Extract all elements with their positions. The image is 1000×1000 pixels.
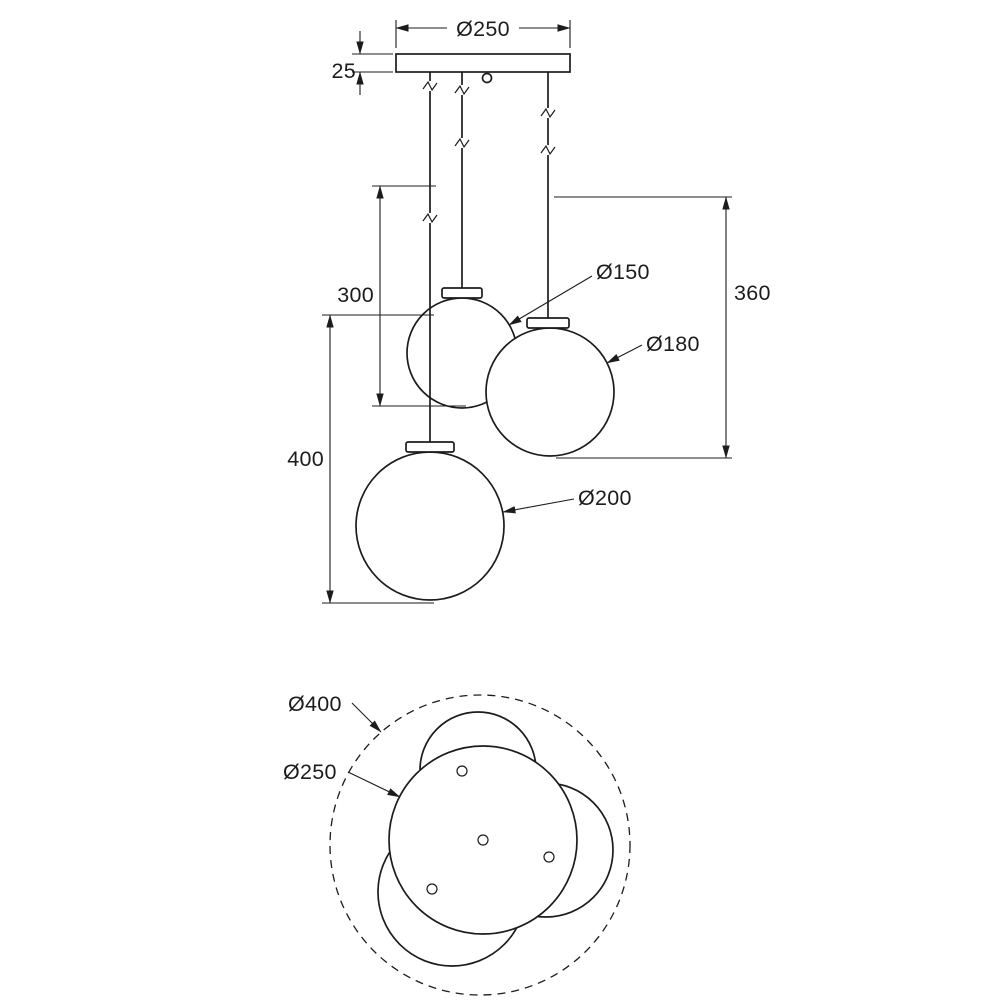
canopy-center-hook <box>481 72 493 84</box>
rod-break-symbols <box>422 80 556 224</box>
dim-canopy-diameter: Ø250 <box>395 17 571 48</box>
dim-canopy-height: 25 <box>331 31 393 95</box>
sphere-180-cap <box>526 317 570 329</box>
sphere-200-cap <box>405 441 455 453</box>
label-sphere-150: Ø150 <box>596 260 650 284</box>
side-view: Ø250 25 300 360 400 <box>287 17 771 604</box>
dim-drop-300: 300 <box>337 185 466 407</box>
label-canopy-250: Ø250 <box>283 760 337 784</box>
label-sphere-180: Ø180 <box>646 332 700 356</box>
top-canopy-plate <box>388 745 578 935</box>
top-view: Ø400 Ø250 <box>283 692 631 996</box>
footprint-circle-400 <box>329 694 631 996</box>
dim-drop-300-label: 300 <box>337 283 374 307</box>
leader-footprint-400: Ø400 <box>288 692 382 733</box>
dim-drop-360: 360 <box>554 196 771 459</box>
dim-drop-360-label: 360 <box>734 281 771 305</box>
dim-drop-400-label: 400 <box>287 447 324 471</box>
label-footprint-400: Ø400 <box>288 692 342 716</box>
leader-canopy-250: Ø250 <box>283 760 401 798</box>
canopy-cord-holes <box>426 765 555 895</box>
leader-sphere-150: Ø150 <box>508 260 650 326</box>
leader-sphere-180: Ø180 <box>606 332 700 364</box>
sphere-180 <box>485 327 615 457</box>
sphere-150-cap <box>441 287 483 299</box>
dim-canopy-height-label: 25 <box>331 59 356 83</box>
label-sphere-200: Ø200 <box>578 486 632 510</box>
leader-sphere-200: Ø200 <box>502 486 632 514</box>
dim-canopy-diameter-label: Ø250 <box>456 17 510 41</box>
dim-drop-400: 400 <box>287 314 434 604</box>
ceiling-canopy <box>395 53 571 73</box>
sphere-200 <box>355 451 505 601</box>
